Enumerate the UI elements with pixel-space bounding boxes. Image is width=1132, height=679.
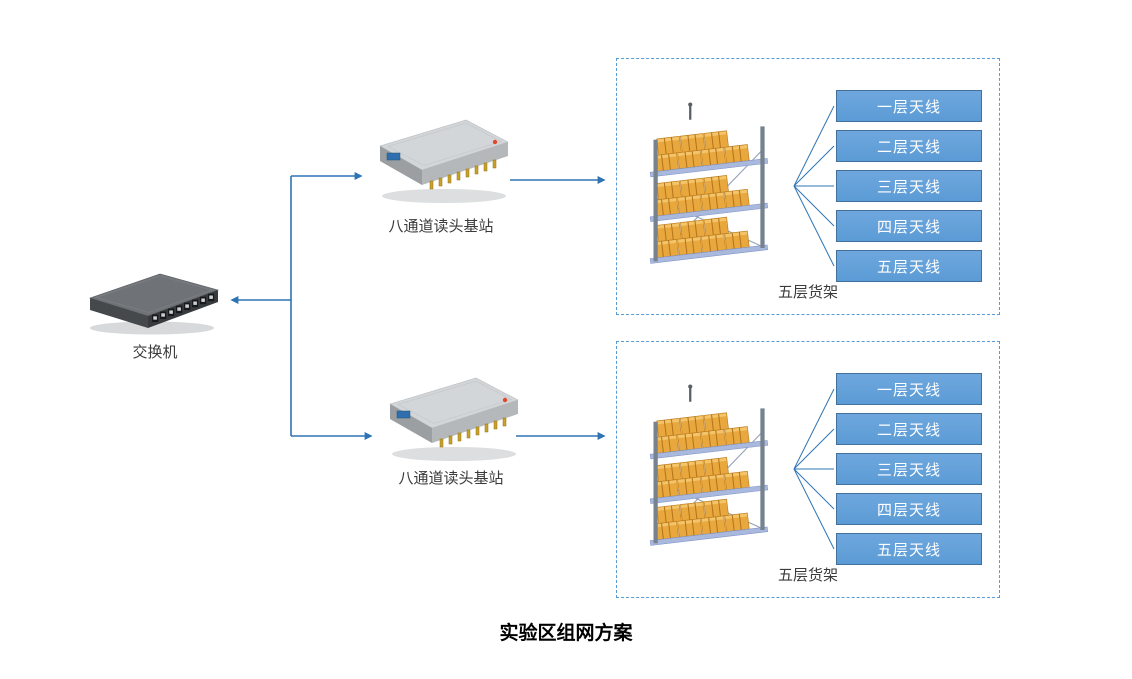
switch-node: [80, 264, 230, 344]
antenna-label: 五层天线: [836, 533, 982, 565]
shelf-zone-box-2: [616, 341, 1000, 598]
switch-icon: [89, 273, 219, 335]
antenna-label: 一层天线: [836, 373, 982, 405]
antenna-label: 五层天线: [836, 250, 982, 282]
reader-node-1: [368, 112, 518, 212]
antenna-label: 二层天线: [836, 130, 982, 162]
shelf-node-2: [648, 378, 772, 549]
reader-device-icon: [389, 377, 519, 462]
antenna-label: 二层天线: [836, 413, 982, 445]
antenna-stack-zone2: 一层天线 二层天线 三层天线 四层天线 五层天线: [836, 373, 982, 565]
antenna-stack-zone1: 一层天线 二层天线 三层天线 四层天线 五层天线: [836, 90, 982, 282]
antenna-label: 四层天线: [836, 493, 982, 525]
antenna-label: 三层天线: [836, 170, 982, 202]
shelf-node-1: [648, 96, 772, 267]
reader-device-icon: [379, 119, 509, 203]
reader-node-2: [378, 370, 528, 470]
antenna-label: 四层天线: [836, 210, 982, 242]
reader-label-1: 八通道读头基站: [388, 218, 494, 235]
diagram-title: 实验区组网方案: [499, 623, 633, 644]
shelf-icon: [649, 102, 769, 264]
shelf-caption-2: 五层货架: [777, 567, 838, 584]
antenna-label: 一层天线: [836, 90, 982, 122]
reader-label-2: 八通道读头基站: [398, 470, 504, 487]
shelf-caption-1: 五层货架: [777, 284, 838, 301]
switch-label: 交换机: [132, 344, 178, 361]
shelf-icon: [648, 378, 772, 549]
antenna-label: 三层天线: [836, 453, 982, 485]
shelf-zone-box-1: [616, 58, 1000, 315]
